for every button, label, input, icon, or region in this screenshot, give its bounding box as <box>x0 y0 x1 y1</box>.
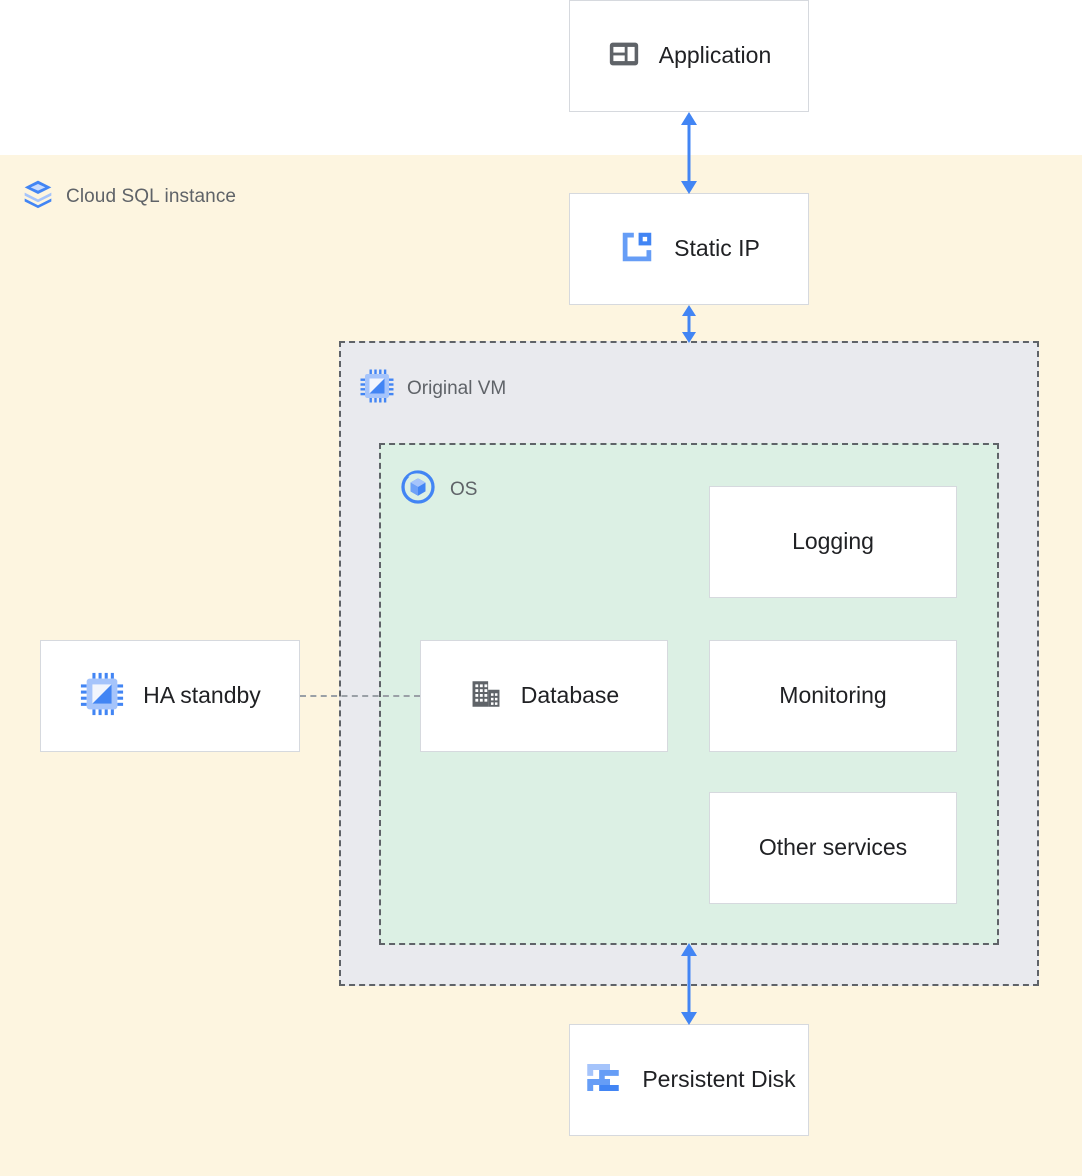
cloud-sql-instance-label: Cloud SQL instance <box>66 185 237 207</box>
os-label: OS <box>450 478 478 500</box>
node-database[interactable]: Database <box>420 640 668 752</box>
connector-ha-standby-to-database <box>300 695 420 699</box>
vm-chip-icon <box>79 671 125 722</box>
original-vm-label-group: Original VM <box>359 368 506 409</box>
node-logging[interactable]: Logging <box>709 486 957 598</box>
node-application[interactable]: Application <box>569 0 809 112</box>
node-other-services[interactable]: Other services <box>709 792 957 904</box>
node-ha-standby[interactable]: HA standby <box>40 640 300 752</box>
vm-chip-icon <box>359 368 395 409</box>
node-monitoring-label: Monitoring <box>779 682 887 709</box>
cloud-sql-instance-label-group: Cloud SQL instance <box>22 178 236 215</box>
node-application-label: Application <box>658 42 772 69</box>
node-static-ip-label: Static IP <box>674 235 760 262</box>
node-logging-label: Logging <box>792 528 874 555</box>
connector-application-to-static-ip <box>669 112 709 194</box>
application-window-icon <box>607 37 641 76</box>
node-database-label: Database <box>520 682 620 709</box>
node-other-services-label: Other services <box>758 834 908 861</box>
os-label-group: OS <box>400 469 477 510</box>
os-box-circle-icon <box>400 469 436 510</box>
node-ha-standby-label: HA standby <box>143 682 261 709</box>
database-building-icon <box>469 677 503 716</box>
static-ip-square-icon <box>618 228 656 271</box>
persistent-disk-steps-icon <box>582 1057 624 1104</box>
connector-static-ip-to-vm <box>669 305 709 343</box>
cloud-sql-layers-icon <box>22 178 54 215</box>
original-vm-label: Original VM <box>407 377 507 399</box>
node-persistent-disk-label: Persistent Disk <box>642 1066 796 1093</box>
node-monitoring[interactable]: Monitoring <box>709 640 957 752</box>
node-static-ip[interactable]: Static IP <box>569 193 809 305</box>
connector-os-to-persistent-disk <box>669 943 709 1025</box>
node-persistent-disk[interactable]: Persistent Disk <box>569 1024 809 1136</box>
